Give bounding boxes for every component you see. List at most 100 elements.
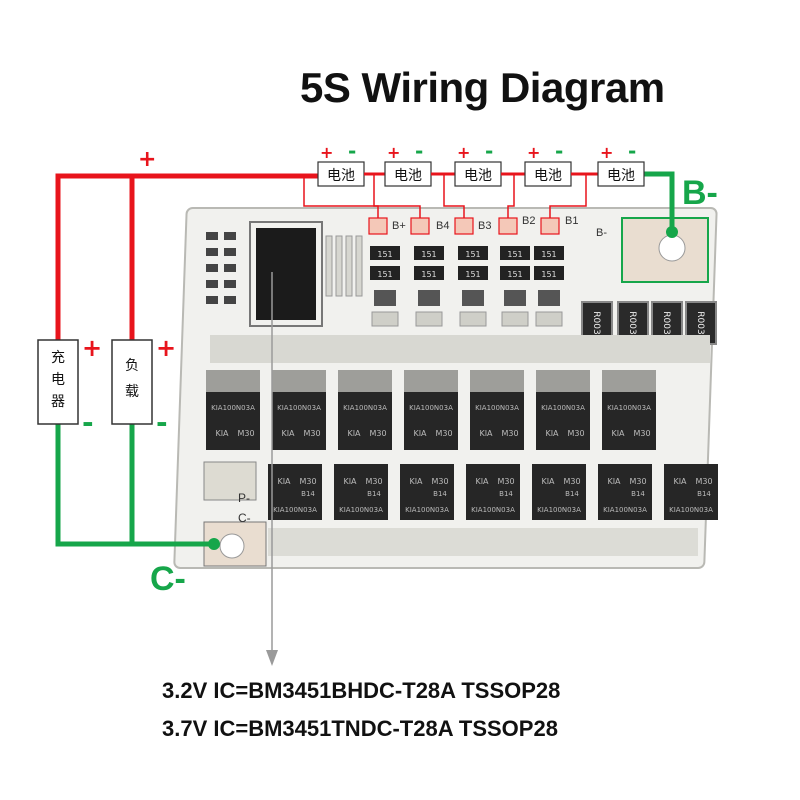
led-indicator [538,290,560,306]
cell-minus-sign: - [348,139,356,163]
balance-pad-4 [498,217,518,235]
resistor-code: 151 [421,270,436,279]
balance-pad-3 [454,217,474,235]
mosfet-brand: KIA [479,429,493,438]
battery-cell-label: 电池 [394,168,422,184]
mosfet-sub-mark: B14 [565,490,579,498]
smd-strip [325,235,333,297]
mosfet-top-code: KIA100N03A [475,404,519,412]
cell-plus-sign: + [527,143,540,162]
smd-cap [224,232,236,240]
charger-label-2: 电 [51,372,65,388]
mosfet-bottom-code: KIA100N03A [471,506,515,514]
cell-plus-sign: + [320,143,333,162]
led-indicator [462,290,484,306]
cell-plus-sign: + [457,143,470,162]
charger-label-3: 器 [51,394,65,410]
mosfet-mark: M30 [567,429,584,438]
smd-cap [224,264,236,272]
shunt-code: R003 [591,311,601,334]
shunt-code: R003 [695,311,705,334]
balance-resistor [414,266,444,280]
balance-wire-3 [443,174,465,220]
pin-label-b-plus: B+ [392,220,406,232]
smd-strip [355,235,363,297]
mosfet-sub-mark: B14 [301,490,315,498]
cell-minus-sign: - [628,139,636,163]
mosfet-sub-mark: B14 [631,490,645,498]
negative-wiring [55,171,678,550]
pin-label-p-minus: P- [238,491,250,505]
pin-label-b-minus: B- [596,227,607,239]
c-minus-label: C- [150,560,186,598]
mosfet-top-5 [470,392,524,450]
mosfet-mark: M30 [365,477,382,486]
mosfet-brand: KIA [281,429,295,438]
cell-plus-sign: + [600,143,613,162]
smd-cap [206,280,218,288]
load: 负 载 [111,339,153,425]
resistor-code: 151 [541,270,556,279]
b-minus-hole [658,234,686,262]
smd-cap [206,264,218,272]
smd-strip [345,235,353,297]
diagram-title: 5S Wiring Diagram [300,64,665,111]
smd-cap [224,296,236,304]
mosfet-brand: KIA [611,429,625,438]
mosfet-bottom-code: KIA100N03A [273,506,317,514]
balance-wire-2 [373,174,421,220]
solder-pad [535,311,563,327]
mosfet-top-1 [206,392,260,450]
balance-pad-2 [410,217,430,235]
load-plus-sign: + [156,334,176,362]
mosfet-brand: KIA [347,429,361,438]
mosfet-bottom-4 [466,464,520,520]
mosfet-bottom-code: KIA100N03A [405,506,449,514]
mosfet-bottom-5 [532,464,586,520]
mosfet-top-code: KIA100N03A [409,404,453,412]
balance-resistor [414,246,444,260]
charger-negative-wire [55,424,216,547]
pin-label-b2: B2 [522,215,535,227]
smd-cap [224,280,236,288]
mosfet-mark: M30 [303,429,320,438]
resistor-code: 151 [465,250,480,259]
smd-cap [224,248,236,256]
battery-cell-4 [524,161,572,187]
balance-pad-1 [368,217,388,235]
solder-pad [371,311,399,327]
balance-resistor [370,266,400,280]
cell-minus-sign: - [485,139,493,163]
mosfet-mark: M30 [299,477,316,486]
pointer-head [266,650,278,666]
mosfet-top-3 [338,392,392,450]
mosfet-top-2 [272,392,326,450]
mosfet-sub-mark: B14 [697,490,711,498]
charger-label-1: 充 [51,350,65,366]
main-plus-sign: + [138,147,156,172]
resistor-code: 151 [421,250,436,259]
mosfet-sub-mark: B14 [499,490,513,498]
resistor-code: 151 [541,250,556,259]
led-indicator [374,290,396,306]
mosfet-bottom-1 [268,464,322,520]
resistor-code: 151 [465,270,480,279]
mosfet-mark: M30 [435,429,452,438]
cell-minus-sign: - [415,139,423,163]
mosfet-top-code: KIA100N03A [343,404,387,412]
balance-resistor [534,266,564,280]
mosfet-bottom-2 [334,464,388,520]
passive-components [206,232,363,304]
mosfet-bottom-code: KIA100N03A [669,506,713,514]
pin-label-b1: B1 [565,215,578,227]
charger-minus-sign: - [82,406,94,439]
mosfet-sub-mark: B14 [433,490,447,498]
resistor-code: 151 [377,250,392,259]
shunt-code: R003 [661,311,671,334]
battery-cell-1 [317,161,365,187]
smd-strip [335,235,343,297]
cell-plus-sign: + [387,143,400,162]
